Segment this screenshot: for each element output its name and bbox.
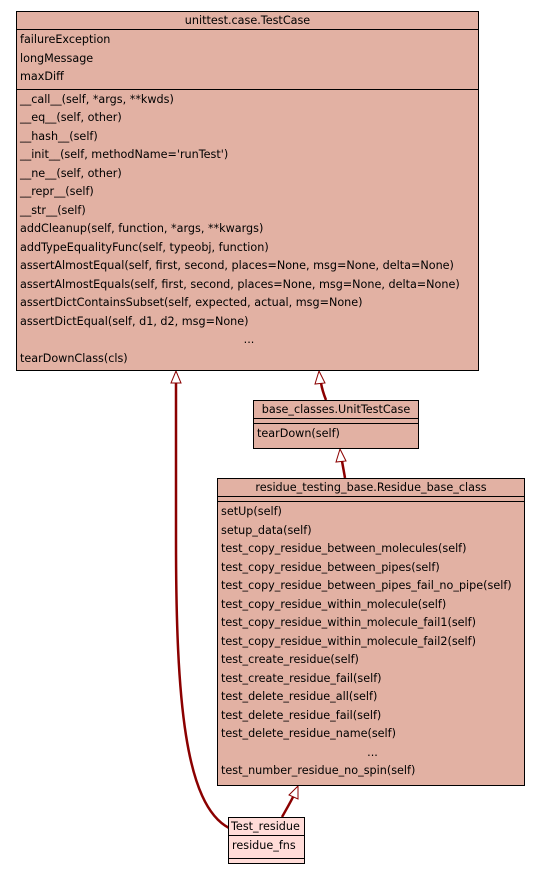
method: assertAlmostEqual(self, first, second, p… — [20, 259, 454, 272]
method: addCleanup(self, function, *args, **kwar… — [20, 222, 264, 235]
arrowhead-residue-base — [288, 784, 299, 800]
edge-unittestcase-to-testcase — [319, 382, 328, 401]
class-box-unittestcase[interactable]: base_classes.UnitTestCase tearDown(self) — [253, 400, 419, 449]
attributes-section: failureException longMessage maxDiff — [17, 30, 478, 90]
methods-section: __call__(self, *args, **kwds) __eq__(sel… — [17, 90, 478, 371]
method: test_delete_residue_all(self) — [221, 690, 378, 703]
edge-test-residue-to-residue-base — [280, 796, 295, 818]
method: __str__(self) — [20, 203, 86, 217]
method: tearDown(self) — [257, 427, 340, 440]
attributes-section — [254, 419, 418, 424]
method: test_copy_residue_within_molecule(self) — [221, 597, 447, 611]
method: test_copy_residue_between_pipes(self) — [221, 560, 440, 574]
method: assertDictContainsSubset(self, expected,… — [20, 296, 363, 309]
edge-test-residue-to-testcase — [174, 381, 230, 830]
class-title: Test_residue — [229, 818, 304, 836]
method: test_copy_residue_within_molecule_fail2(… — [221, 634, 476, 648]
ellipsis: ... — [243, 333, 255, 346]
methods-section: tearDown(self) — [254, 424, 418, 446]
method: __call__(self, *args, **kwds) — [20, 92, 174, 106]
method: __ne__(self, other) — [20, 166, 122, 180]
method: assertAlmostEquals(self, first, second, … — [20, 277, 460, 291]
method: __init__(self, methodName='runTest') — [20, 148, 229, 161]
method: tearDownClass(cls) — [20, 351, 128, 365]
arrowhead-unittestcase — [335, 447, 347, 463]
method: test_copy_residue_within_molecule_fail1(… — [221, 616, 476, 629]
class-title: base_classes.UnitTestCase — [254, 401, 418, 419]
class-box-test-residue[interactable]: Test_residue residue_fns — [228, 817, 305, 864]
methods-section: setUp(self) setup_data(self) test_copy_r… — [218, 502, 524, 783]
attribute: failureException — [20, 33, 111, 46]
method: assertDictEqual(self, d1, d2, msg=None) — [20, 314, 249, 328]
method: setup_data(self) — [221, 523, 312, 537]
method: __eq__(self, other) — [20, 111, 122, 124]
arrowhead-testcase-left — [170, 369, 182, 384]
class-box-residue-base[interactable]: residue_testing_base.Residue_base_class … — [217, 478, 525, 786]
method: test_number_residue_no_spin(self) — [221, 764, 416, 777]
method: addTypeEqualityFunc(self, typeobj, funct… — [20, 240, 269, 254]
method: test_copy_residue_between_molecules(self… — [221, 542, 467, 555]
attributes-section — [218, 497, 524, 502]
attribute: maxDiff — [20, 70, 64, 83]
method: test_copy_residue_between_pipes_fail_no_… — [221, 579, 512, 592]
class-title: unittest.case.TestCase — [17, 12, 478, 30]
attribute: residue_fns — [232, 839, 296, 852]
edge-residue-base-to-unittestcase — [340, 460, 347, 479]
method: test_create_residue_fail(self) — [221, 671, 382, 685]
arrowhead-testcase-right — [314, 369, 326, 385]
method: __hash__(self) — [20, 129, 98, 143]
method: test_create_residue(self) — [221, 653, 359, 666]
method: __repr__(self) — [20, 185, 94, 198]
class-box-testcase[interactable]: unittest.case.TestCase failureException … — [16, 11, 479, 371]
methods-section — [229, 859, 304, 863]
attributes-section: residue_fns — [229, 836, 304, 859]
ellipsis: ... — [367, 745, 378, 759]
method: setUp(self) — [221, 505, 282, 518]
attribute: longMessage — [20, 51, 94, 65]
method: test_delete_residue_name(self) — [221, 727, 396, 740]
class-title: residue_testing_base.Residue_base_class — [218, 479, 524, 497]
method: test_delete_residue_fail(self) — [221, 708, 382, 722]
